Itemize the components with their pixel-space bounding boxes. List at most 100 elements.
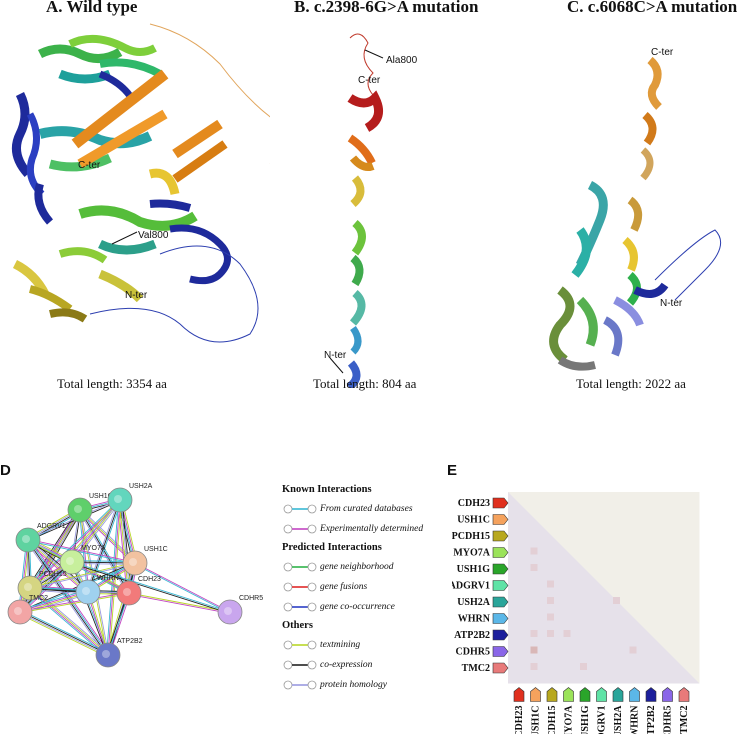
orange-helices (71, 69, 228, 183)
matrix-col-marker (596, 687, 607, 702)
matrix-cell (629, 646, 637, 654)
legend-item: protein homology (282, 675, 432, 695)
matrix-row-marker (492, 497, 509, 509)
legend-item: gene fusions (282, 577, 432, 597)
network-edge (108, 500, 122, 656)
matrix-col-label: USH2A (613, 705, 624, 734)
legend-predicted-heading: Predicted Interactions (282, 542, 382, 553)
matrix-col-label: USH1C (531, 706, 542, 734)
legend-item: From curated databases (282, 499, 432, 519)
legend-item-label: co-expression (320, 660, 373, 670)
network-node[interactable]: CDH23 (116, 576, 161, 606)
network-edge (134, 562, 231, 613)
matrix-cell (547, 630, 554, 637)
node-structure-icon (123, 588, 131, 596)
legend-others-heading: Others (282, 620, 313, 631)
legend-item-label: textmining (320, 640, 361, 650)
network-node[interactable]: CDHR5 (217, 595, 263, 625)
network-node[interactable]: MYO7A (59, 545, 106, 575)
network-edge (18, 613, 108, 658)
network-edge (20, 610, 109, 655)
network-node[interactable]: ADGRV1 (15, 523, 66, 553)
network-node[interactable]: USH1G (67, 493, 113, 523)
matrix-cell (530, 630, 538, 637)
matrix-col-marker (629, 687, 640, 702)
helical-domain-stack (346, 90, 384, 388)
residue-pointer (364, 49, 384, 59)
legend-item-label: gene fusions (320, 582, 368, 592)
network-node[interactable]: PCDH15 (17, 571, 67, 601)
panel-c-caption: Total length: 2022 aa (576, 376, 686, 391)
legend-edge-swatch (283, 680, 317, 690)
matrix-cell (563, 630, 571, 637)
matrix-col-label: TMC2 (679, 706, 690, 734)
b-nter-label: N-ter (324, 350, 347, 361)
residue-pointer (111, 231, 138, 245)
panel-c-title: C. c.6068C>A mutation (567, 0, 738, 16)
c2398-mutant-structure (329, 33, 384, 388)
matrix-col-label: CDH23 (514, 706, 525, 734)
matrix-row-label: MYO7A (453, 548, 490, 559)
network-edge (31, 586, 110, 654)
node-label: USH1C (144, 546, 168, 553)
network-edge (106, 499, 120, 655)
node-label: ATP2B2 (117, 638, 143, 645)
node-circle (75, 579, 101, 605)
matrix-cell (613, 597, 620, 604)
network-node[interactable]: USH2A (107, 483, 153, 513)
lower-domains (549, 286, 644, 371)
co-occurrence-matrix: CDH23CDH23USH1CUSH1CPCDH15PCDH15MYO7AMYO… (452, 492, 700, 734)
node-structure-icon (14, 607, 22, 615)
node-circle (116, 580, 142, 606)
node-label: PCDH15 (39, 571, 67, 578)
matrix-col-label: WHRN (630, 705, 641, 734)
network-edge (19, 612, 108, 657)
a-cter-label: C-ter (78, 160, 101, 171)
network-node[interactable]: WHRN (75, 575, 119, 605)
matrix-cell (547, 613, 554, 621)
matrix-row-label: USH1C (457, 515, 490, 526)
network-edge (117, 500, 128, 594)
network-edge (26, 541, 87, 594)
network-edge (28, 538, 136, 563)
node-label: USH2A (129, 483, 153, 490)
legend-known-heading: Known Interactions (282, 484, 372, 495)
network-edge (118, 500, 129, 594)
matrix-row-marker (492, 580, 509, 591)
matrix-row-label: PCDH15 (452, 531, 490, 542)
network-edge (20, 609, 110, 654)
legend-edge-swatch (283, 582, 317, 592)
matrix-col-marker (645, 687, 657, 702)
network-node[interactable]: ATP2B2 (95, 638, 143, 668)
network-edge (30, 587, 109, 655)
legend-edge-swatch (283, 660, 317, 670)
node-label: TMC2 (29, 595, 48, 602)
c-term-coil (349, 33, 374, 96)
network-edge (134, 564, 231, 614)
legend-edge-swatch (283, 524, 317, 534)
panel-b-caption: Total length: 804 aa (313, 376, 417, 391)
network-edge (27, 540, 108, 656)
node-structure-icon (114, 495, 122, 503)
matrix-row-marker (492, 563, 509, 575)
matrix-row-label: WHRN (458, 614, 491, 625)
network-edge (29, 499, 120, 588)
network-node[interactable]: TMC2 (7, 595, 48, 625)
matrix-col-marker (513, 687, 525, 702)
n-ter-loop (654, 229, 722, 301)
node-structure-icon (24, 583, 32, 591)
node-structure-icon (102, 650, 110, 658)
n-ter-pointer (329, 357, 344, 374)
a-residue-label: Val800 (138, 230, 169, 241)
network-edge (107, 562, 136, 656)
matrix-cell (580, 663, 587, 670)
b-cter-label: C-ter (358, 75, 381, 86)
matrix-row-label: CDHR5 (456, 647, 490, 658)
matrix-col-label: ATP2B2 (646, 706, 657, 734)
node-circle (67, 497, 93, 523)
network-edge (128, 592, 231, 613)
network-node[interactable]: USH1C (122, 546, 168, 576)
matrix-row-label: ADGRV1 (452, 581, 490, 592)
